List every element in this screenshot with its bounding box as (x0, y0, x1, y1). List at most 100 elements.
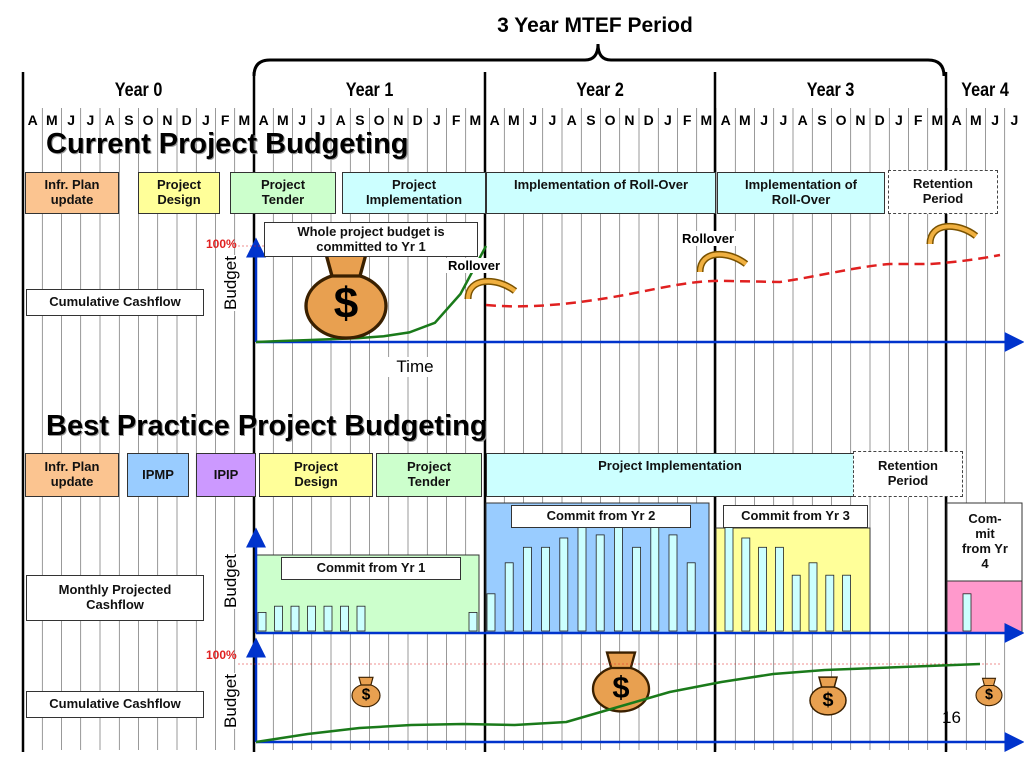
best-cumulative-budget-axis-label: Budget (221, 673, 243, 729)
monthly-bar-yr1 (468, 612, 478, 632)
best-phase-box: IPIP (196, 453, 256, 497)
month-label: A (566, 112, 577, 128)
month-label: F (220, 112, 230, 128)
current-rollover-curve (485, 253, 1001, 308)
month-label: F (913, 112, 923, 128)
rollover-label-yr2: Rollover (446, 258, 503, 273)
month-label: J (298, 112, 307, 128)
commit-yr4-area (946, 580, 1023, 634)
money-bag-symbol: $ (334, 279, 358, 328)
month-label: J (201, 112, 210, 128)
month-label: J (1010, 112, 1019, 128)
commit-yr1-label: Commit from Yr 1 (281, 557, 461, 580)
commit-yr2-label: Commit from Yr 2 (511, 505, 691, 528)
month-label: D (181, 112, 192, 128)
page-number: 16 (942, 708, 961, 727)
month-label: A (27, 112, 38, 128)
best-phase-box: Project Design (259, 453, 373, 497)
best-money-bag-neck (818, 676, 838, 688)
monthly-bar-yr2 (577, 525, 587, 632)
month-label: S (817, 112, 827, 128)
month-label: N (624, 112, 635, 128)
best-money-bag-neck (358, 676, 374, 686)
month-label: J (529, 112, 538, 128)
current-cumulative-curve (255, 245, 488, 344)
monthly-bar-yr3 (758, 546, 767, 632)
month-label: M (931, 112, 944, 128)
best-phase-box: IPMP (127, 453, 189, 497)
month-label: S (586, 112, 596, 128)
monthly-bar-yr3 (791, 574, 801, 632)
best-phase-box: Infr. Plan update (25, 453, 119, 497)
monthly-bar-yr2 (504, 562, 514, 632)
money-bag-symbol: $ (985, 687, 993, 703)
monthly-bar-yr2 (559, 537, 569, 632)
monthly-bar-yr2 (595, 534, 605, 632)
best-cumulative-curve (255, 662, 981, 744)
rollover-label-yr3: Rollover (680, 231, 737, 246)
month-label: S (124, 112, 134, 128)
best-monthly-budget-axis-label: Budget (221, 553, 243, 609)
monthly-bar-yr2 (650, 525, 660, 632)
current-phase-box: Implementation of Roll-Over (717, 172, 885, 214)
money-bag-symbol: $ (612, 669, 629, 704)
month-label: J (760, 112, 769, 128)
current-time-axis-label: Time (388, 357, 442, 377)
best-percent-label: 100% (206, 648, 237, 662)
monthly-bar-yr1 (307, 605, 316, 632)
monthly-bar-yr1 (323, 605, 333, 632)
current-budget-axis-label: Budget (221, 255, 243, 311)
month-label: J (67, 112, 76, 128)
month-label: A (489, 112, 500, 128)
commit-yr3-label: Commit from Yr 3 (723, 505, 868, 528)
monthly-bar-yr3 (825, 574, 835, 632)
month-label: M (469, 112, 482, 128)
monthly-bar-yr1 (340, 605, 349, 632)
month-label: J (779, 112, 788, 128)
month-label: J (894, 112, 903, 128)
monthly-bar-yr2 (668, 534, 678, 632)
current-percent-label: 100% (206, 237, 237, 251)
month-label: D (412, 112, 423, 128)
commit-yr4-label-box (946, 502, 1023, 582)
year-label: Year 0 (114, 80, 163, 101)
month-label: D (874, 112, 885, 128)
monthly-bar-yr4 (962, 593, 972, 632)
month-label: N (855, 112, 866, 128)
rollover-arrow-fill (698, 252, 748, 273)
month-label: O (373, 112, 385, 128)
month-label: J (663, 112, 672, 128)
year-label: Year 3 (806, 80, 855, 101)
month-label: O (604, 112, 616, 128)
month-label: M (277, 112, 289, 128)
current-phase-box: Project Design (138, 172, 220, 214)
mtef-brace (252, 43, 946, 77)
month-label: J (317, 112, 326, 128)
month-label: J (548, 112, 557, 128)
rollover-arrow-fill (466, 279, 517, 300)
month-label: S (355, 112, 365, 128)
monthly-bar-yr2 (486, 593, 496, 632)
month-label: J (86, 112, 95, 128)
monthly-bar-yr3 (808, 562, 818, 632)
month-label: M (238, 112, 251, 128)
monthly-bar-yr3 (842, 574, 851, 632)
month-label: J (991, 112, 1000, 128)
monthly-bar-yr1 (290, 605, 300, 632)
month-label: M (46, 112, 58, 128)
month-label: O (835, 112, 847, 128)
monthly-cashflow-label: Monthly Projected Cashflow (26, 575, 204, 621)
current-phase-box: Infr. Plan update (25, 172, 119, 214)
monthly-bar-yr3 (775, 546, 784, 632)
month-label: A (797, 112, 808, 128)
month-label: A (335, 112, 346, 128)
money-bag-symbol: $ (822, 689, 833, 711)
month-label: O (142, 112, 154, 128)
best-phase-box: Retention Period (853, 451, 963, 497)
best-money-bag-neck (981, 677, 997, 687)
current-money-bag-neck (323, 252, 369, 278)
monthly-bar-yr2 (523, 546, 532, 632)
current-cashflow-label: Cumulative Cashflow (26, 289, 204, 316)
current-phase-box: Retention Period (888, 170, 998, 214)
